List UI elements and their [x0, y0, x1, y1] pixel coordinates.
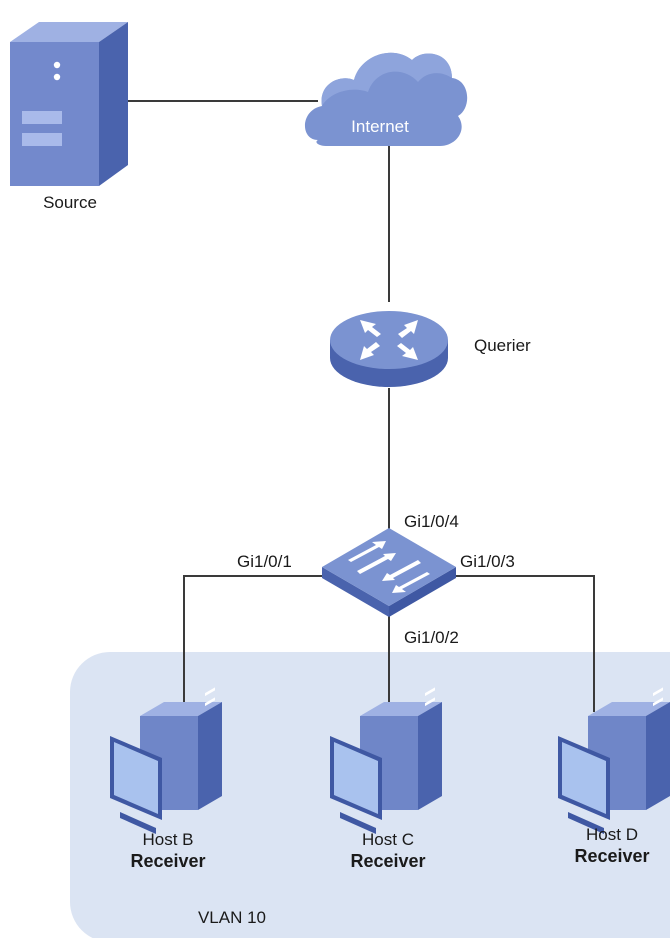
link-switch-hostb — [183, 575, 322, 712]
host-c-role: Receiver — [350, 851, 425, 871]
port-gi1-0-3-label: Gi1/0/3 — [460, 552, 515, 571]
internet-label: Internet — [351, 117, 409, 136]
switch-icon[interactable] — [322, 528, 456, 617]
link-switch-hostd — [456, 575, 595, 712]
server-icon[interactable] — [10, 22, 128, 186]
cloud-icon[interactable] — [304, 52, 468, 146]
port-gi1-0-2-label: Gi1/0/2 — [404, 628, 459, 647]
source-label: Source — [43, 193, 97, 212]
host-b-name: Host B — [142, 830, 193, 849]
port-gi1-0-4-label: Gi1/0/4 — [404, 512, 459, 531]
vlan-label: VLAN 10 — [198, 908, 266, 927]
port-gi1-0-1-label: Gi1/0/1 — [237, 552, 292, 571]
host-c-computer-icon[interactable] — [330, 687, 442, 834]
router-icon[interactable] — [330, 311, 448, 387]
host-c-name: Host C — [362, 830, 414, 849]
host-d-role: Receiver — [574, 846, 649, 866]
host-d-name: Host D — [586, 825, 638, 844]
host-b-role: Receiver — [130, 851, 205, 871]
host-d-computer-icon[interactable] — [558, 687, 670, 834]
host-b-computer-icon[interactable] — [110, 687, 222, 834]
querier-label: Querier — [474, 336, 531, 355]
connections — [128, 100, 595, 712]
